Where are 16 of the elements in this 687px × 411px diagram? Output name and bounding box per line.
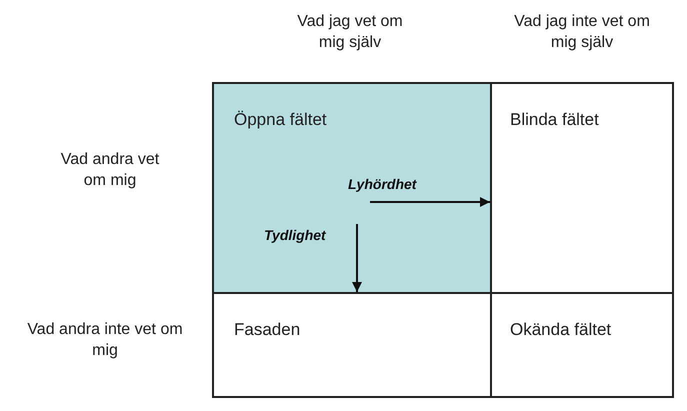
window-quadrant: [212, 82, 492, 294]
column-heading: Vad jag vet om mig själv: [296, 12, 404, 53]
edge-label: Tydlighet: [264, 227, 326, 243]
arrow: [370, 197, 490, 207]
quadrant-title: Okända fältet: [510, 320, 612, 340]
edge-label: Lyhördhet: [348, 176, 416, 192]
window-quadrant: [490, 292, 674, 398]
row-heading: Vad andra vet om mig: [60, 150, 160, 191]
row-heading: Vad andra inte vet om mig: [26, 320, 184, 361]
quadrant-title: Fasaden: [234, 320, 302, 340]
quadrant-title: Blinda fältet: [510, 110, 600, 130]
window-quadrant: [490, 82, 674, 294]
column-heading: Vad jag inte vet om mig själv: [513, 12, 651, 53]
arrow: [352, 224, 362, 292]
quadrant-title: Öppna fältet: [234, 110, 328, 130]
window-quadrant: [212, 292, 492, 398]
